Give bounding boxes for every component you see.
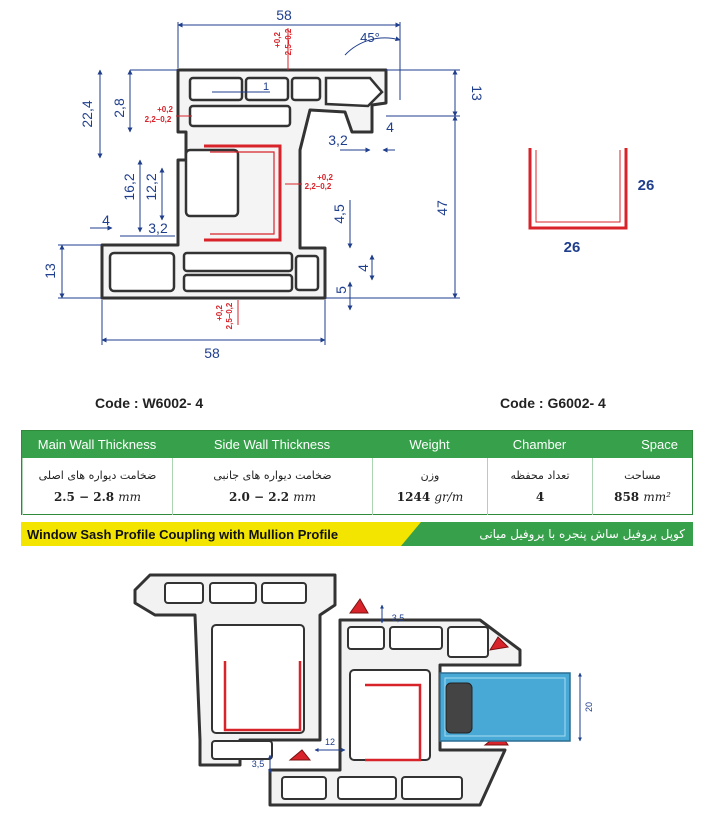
unit-space: mm² <box>643 490 671 504</box>
dim-3-5-bottom: 3,5 <box>252 759 265 769</box>
tol-top-range: 2,5–0,2 <box>284 28 293 55</box>
tol-bot-range: 2,5–0,2 <box>225 302 234 329</box>
cell-weight: وزن 1244 gr/m <box>372 458 487 515</box>
dim-3-2-right: 3,2 <box>328 132 348 148</box>
dim-12-2: 12,2 <box>143 173 159 200</box>
fa-chamber: تعداد محفظه <box>510 469 570 482</box>
profile-code-right: Code : G6002- 4 <box>500 395 606 411</box>
header-main-wall: Main Wall Thickness <box>22 431 172 458</box>
banner-persian-title: کوپل پروفیل ساش پنجره با پروفیل میانی <box>479 527 685 541</box>
unit-weight: gr/m <box>434 490 464 504</box>
tol-top-plus: +0,2 <box>273 32 282 48</box>
dim-47: 47 <box>434 200 450 216</box>
dim-4-5: 4,5 <box>331 204 347 224</box>
banner-english-title: Window Sash Profile Coupling with Mullio… <box>27 526 339 542</box>
sash-reinforcement <box>365 683 422 762</box>
dim-13-left: 13 <box>42 263 58 279</box>
dim-width-bottom: 58 <box>204 345 220 361</box>
cell-main-wall: ضخامت دیواره های اصلی 2.5 − 2.8 mm <box>22 458 172 515</box>
dim-5: 5 <box>333 286 349 294</box>
fa-main-wall: ضخامت دیواره های اصلی <box>38 469 157 482</box>
val-weight: 1244 <box>396 490 435 504</box>
tol-left-plus: +0,2 <box>157 105 173 114</box>
cell-chamber: تعداد محفظه 4 <box>487 458 592 515</box>
dim-1: 1 <box>263 81 269 93</box>
dim-angle: 45° <box>360 30 380 45</box>
coupling-assembly-drawing: 3,5 20 12 3,5 <box>133 573 594 807</box>
steel-reinforcement <box>204 144 282 242</box>
header-weight: Weight <box>372 431 487 458</box>
cell-side-wall: ضخامت دیواره های جانبی 2.0 − 2.2 mm <box>172 458 372 515</box>
fa-side-wall: ضخامت دیواره های جانبی <box>213 469 332 482</box>
mullion-reinforcement <box>223 661 302 732</box>
banner-background <box>21 522 693 546</box>
dim-12: 12 <box>325 737 335 747</box>
val-side-wall: 2.0 − 2.2 <box>228 490 294 504</box>
tol-mid-range: 2,2–0,2 <box>305 182 332 191</box>
steel-reinforcement-inner <box>210 151 275 235</box>
dim-22-4: 22,4 <box>79 100 95 127</box>
glass-spacer <box>445 682 473 734</box>
tolerance-leaders <box>176 28 302 325</box>
gasket-height: 26 <box>638 177 655 194</box>
fa-space: مساحت <box>624 469 661 482</box>
dim-13-right: 13 <box>469 85 485 101</box>
val-main-wall: 2.5 − 2.8 <box>53 490 119 504</box>
dim-4-low: 4 <box>355 264 371 272</box>
dim-3-5-top: 3,5 <box>392 613 405 623</box>
profile-code-left: Code : W6002- 4 <box>95 395 204 411</box>
tol-bot-plus: +0,2 <box>215 305 224 321</box>
header-side-wall: Side Wall Thickness <box>172 431 372 458</box>
dim-2-8: 2,8 <box>111 98 127 118</box>
dim-4-left: 4 <box>102 212 110 228</box>
val-chamber: 4 <box>535 490 545 504</box>
dim-4-right: 4 <box>386 119 394 135</box>
tol-left-range: 2,2–0,2 <box>145 115 172 124</box>
unit-side-wall: mm <box>293 490 317 504</box>
cell-space: مساحت 858 mm² <box>592 458 692 515</box>
spec-table: Main Wall Thickness Side Wall Thickness … <box>21 430 693 515</box>
section-banner: Window Sash Profile Coupling with Mullio… <box>21 522 693 546</box>
gasket-width: 26 <box>564 239 581 256</box>
tol-mid-plus: +0,2 <box>317 173 333 182</box>
dimension-lines <box>58 22 460 345</box>
dim-3-2-left: 3,2 <box>148 220 168 236</box>
header-chamber: Chamber <box>487 431 592 458</box>
window-profile <box>100 68 388 300</box>
dim-20: 20 <box>584 702 594 712</box>
unit-main-wall: mm <box>118 490 142 504</box>
profile-cross-section-drawing: 58 45° 1 13 3,2 4 22,4 2,8 16,2 12,2 47 … <box>42 7 655 361</box>
dim-16-2: 16,2 <box>121 173 137 200</box>
fa-weight: وزن <box>420 469 440 482</box>
u-reinforcement-detail <box>528 148 628 230</box>
val-space: 858 <box>614 490 644 504</box>
dim-width-top: 58 <box>276 7 292 23</box>
profile-chambers <box>108 76 384 293</box>
header-space: Space <box>592 431 692 458</box>
